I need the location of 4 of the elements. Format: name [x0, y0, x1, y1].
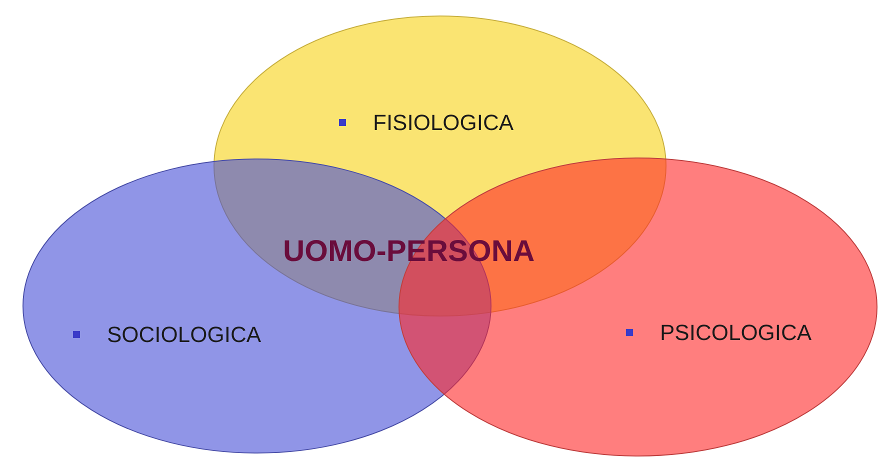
set-label: PSICOLOGICA	[660, 320, 812, 346]
set-label: FISIOLOGICA	[373, 110, 514, 136]
set-label: SOCIOLOGICA	[107, 322, 262, 348]
venn-ellipse	[213, 15, 667, 317]
